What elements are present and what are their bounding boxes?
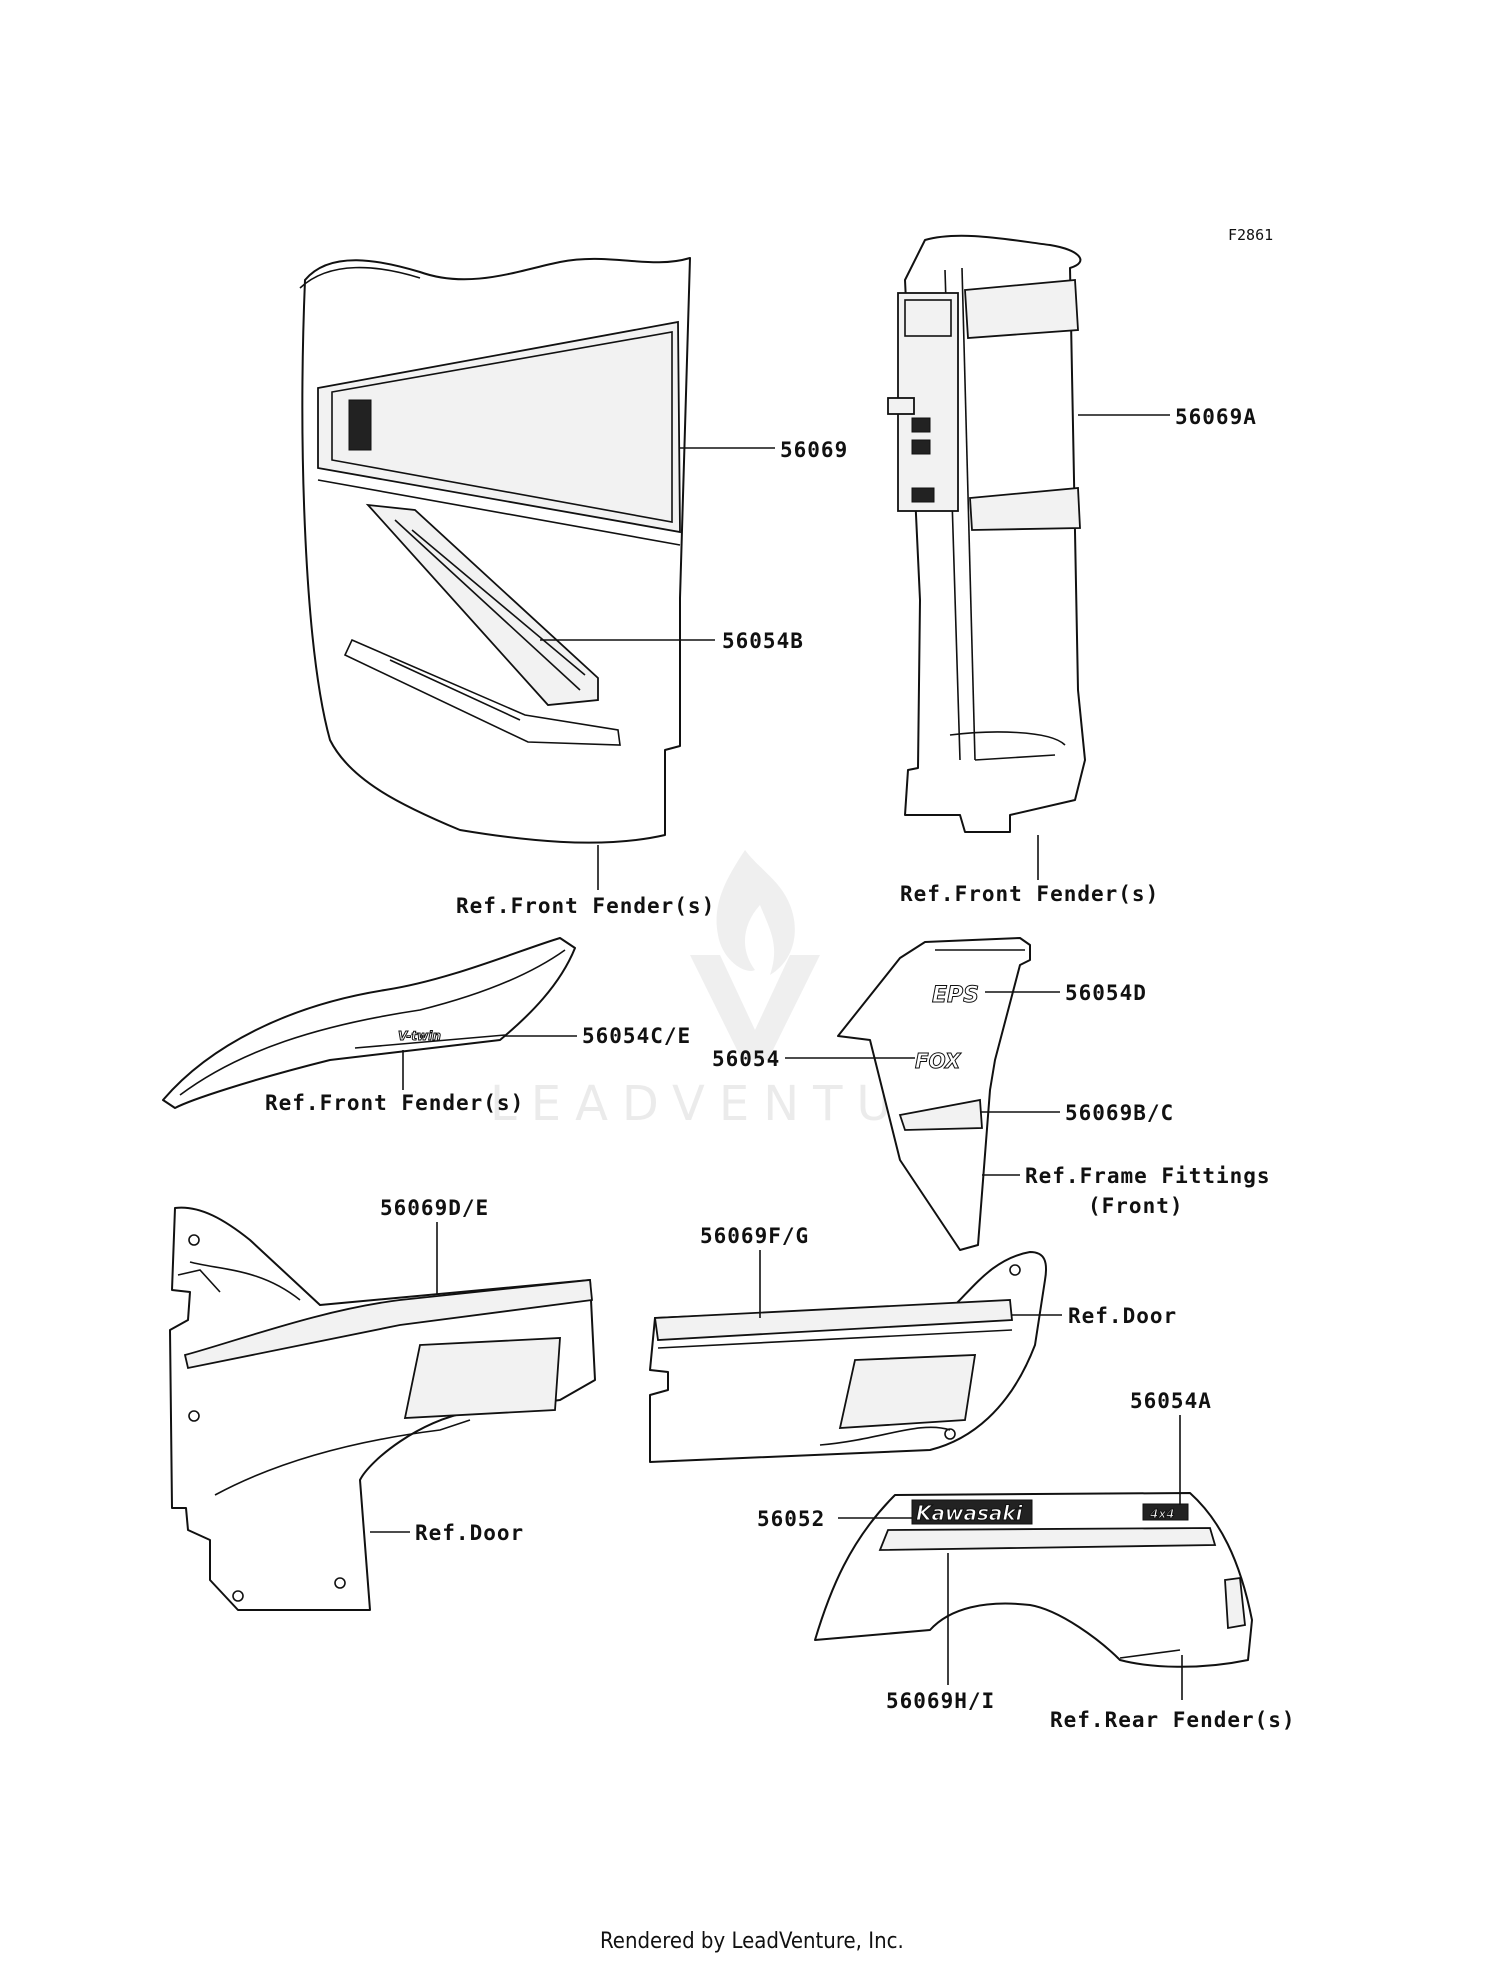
decal-56054b bbox=[365, 503, 599, 706]
callout-56069fg: 56069F/G bbox=[700, 1224, 809, 1248]
left-door-panel bbox=[169, 1206, 596, 1611]
callout-56054a: 56054A bbox=[1130, 1389, 1212, 1413]
figure-code: F2861 bbox=[1228, 226, 1273, 244]
callout-56052: 56052 bbox=[757, 1507, 825, 1531]
ref-rear-fender: Ref.Rear Fender(s) bbox=[1050, 1708, 1296, 1732]
footer-credit: Rendered by LeadVenture, Inc. bbox=[600, 1929, 904, 1954]
callout-56054d: 56054D bbox=[1065, 981, 1147, 1005]
callout-56054: 56054 bbox=[712, 1047, 780, 1071]
decal-vtwin: V-twin bbox=[398, 1029, 441, 1043]
decal-fox: FOX bbox=[915, 1049, 962, 1073]
frame-fitting-panel: EPS FOX bbox=[837, 937, 1031, 1251]
decal-4x4: 4x4 bbox=[1149, 1507, 1174, 1521]
watermark-v-icon bbox=[690, 955, 820, 1060]
kawasaki-logo-icon bbox=[348, 399, 372, 451]
ref-frame-fittings-front: (Front) bbox=[1088, 1194, 1184, 1218]
ref-front-fender-3: Ref.Front Fender(s) bbox=[265, 1091, 524, 1115]
callout-56069: 56069 bbox=[780, 438, 848, 462]
decal-eps: EPS bbox=[932, 983, 979, 1008]
callout-56054b: 56054B bbox=[722, 629, 804, 653]
callout-56069hi: 56069H/I bbox=[886, 1689, 995, 1713]
callout-56069de: 56069D/E bbox=[380, 1196, 489, 1220]
rear-fender-panel: Kawasaki 4x4 bbox=[814, 1492, 1253, 1668]
callout-56069bc: 56069B/C bbox=[1065, 1101, 1174, 1125]
decal-kawasaki: Kawasaki bbox=[916, 1501, 1024, 1525]
fourbyfour-decal-frame bbox=[1142, 1503, 1189, 1521]
ref-door-1: Ref.Door bbox=[415, 1521, 524, 1545]
ref-frame-fittings: Ref.Frame Fittings bbox=[1025, 1164, 1271, 1188]
front-side-panel bbox=[299, 257, 691, 844]
ref-front-fender-1: Ref.Front Fender(s) bbox=[456, 894, 715, 918]
ref-front-fender-2: Ref.Front Fender(s) bbox=[900, 882, 1159, 906]
callout-56054ce: 56054C/E bbox=[582, 1024, 691, 1048]
ref-door-2: Ref.Door bbox=[1068, 1304, 1177, 1328]
front-fender-strip: V-twin bbox=[162, 937, 576, 1109]
tall-side-panel bbox=[887, 234, 1086, 833]
watermark-flame-icon bbox=[716, 850, 795, 975]
callout-56069a: 56069A bbox=[1175, 405, 1257, 429]
kawasaki-decal-frame bbox=[911, 1499, 1033, 1525]
right-door-panel bbox=[649, 1251, 1048, 1463]
